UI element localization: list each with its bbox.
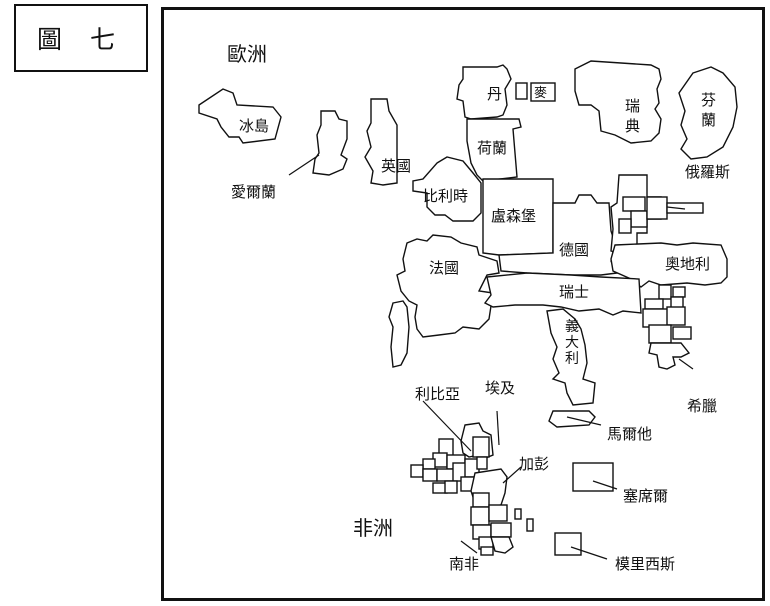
label-austria: 奧地利 — [665, 255, 710, 273]
label-libya: 利比亞 — [415, 385, 460, 403]
label-belgium: 比利時 — [423, 187, 468, 205]
shape-denmark-islet — [515, 82, 528, 100]
label-ghana: 加彭 — [519, 455, 549, 473]
leader-lines — [288, 154, 694, 560]
label-italy-2: 大 — [565, 335, 579, 351]
label-finland-2: 蘭 — [701, 111, 716, 129]
shape-greece — [648, 342, 691, 370]
label-netherlands: 荷蘭 — [477, 139, 507, 157]
label-italy-1: 義 — [565, 318, 579, 335]
shape-seychelles — [572, 462, 614, 492]
figure-label: 圖 七 — [14, 4, 148, 72]
cartogram-map: 歐洲 非洲 冰島 愛爾蘭 英國 丹 麥 荷蘭 瑞 典 芬 蘭 比利時 盧森堡 德… — [198, 42, 738, 573]
label-france: 法國 — [429, 259, 459, 277]
label-ireland: 愛爾蘭 — [231, 183, 276, 201]
shape-finland — [678, 66, 738, 160]
shape-mauritius — [554, 532, 582, 556]
label-sweden-2: 典 — [625, 117, 640, 135]
shape-uk — [364, 98, 398, 186]
label-denmark: 丹 — [487, 85, 502, 103]
shape-france — [396, 234, 500, 338]
shape-ireland — [312, 110, 348, 176]
label-malta: 馬爾他 — [607, 425, 652, 443]
shape-africa — [410, 422, 534, 556]
shape-iceland — [198, 88, 282, 144]
shape-italy — [546, 308, 596, 406]
shape-balkans — [642, 284, 692, 344]
label-seychelles: 塞席爾 — [623, 487, 668, 505]
label-russia: 俄羅斯 — [685, 163, 730, 181]
label-africa: 非洲 — [353, 516, 393, 540]
map-frame: 歐洲 非洲 冰島 愛爾蘭 英國 丹 麥 荷蘭 瑞 典 芬 蘭 比利時 盧森堡 德… — [161, 7, 765, 601]
map-labels: 歐洲 非洲 冰島 愛爾蘭 英國 丹 麥 荷蘭 瑞 典 芬 蘭 比利時 盧森堡 德… — [227, 42, 730, 573]
label-luxembourg: 盧森堡 — [491, 207, 536, 225]
shape-austria — [610, 242, 728, 288]
shape-belgium — [412, 156, 482, 222]
label-europe: 歐洲 — [227, 42, 267, 66]
label-germany: 德國 — [559, 241, 589, 259]
shape-sweden — [574, 60, 662, 144]
shape-switzerland — [483, 272, 642, 316]
label-denmark-sub: 麥 — [534, 85, 547, 101]
shape-denmark-box — [530, 82, 556, 102]
label-iceland: 冰島 — [239, 117, 269, 135]
label-egypt: 埃及 — [485, 379, 515, 397]
shape-russia — [610, 174, 704, 254]
label-finland-1: 芬 — [701, 91, 716, 109]
shape-iberia — [388, 300, 410, 368]
shape-malta — [548, 410, 596, 428]
label-italy-3: 利 — [565, 351, 579, 367]
label-greece: 希臘 — [687, 397, 717, 415]
label-south-africa: 南非 — [449, 555, 479, 573]
label-uk: 英國 — [381, 157, 411, 175]
label-switzerland: 瑞士 — [559, 283, 589, 301]
shape-denmark — [456, 64, 512, 120]
label-mauritius: 模里西斯 — [615, 555, 675, 573]
label-sweden-1: 瑞 — [625, 97, 640, 115]
